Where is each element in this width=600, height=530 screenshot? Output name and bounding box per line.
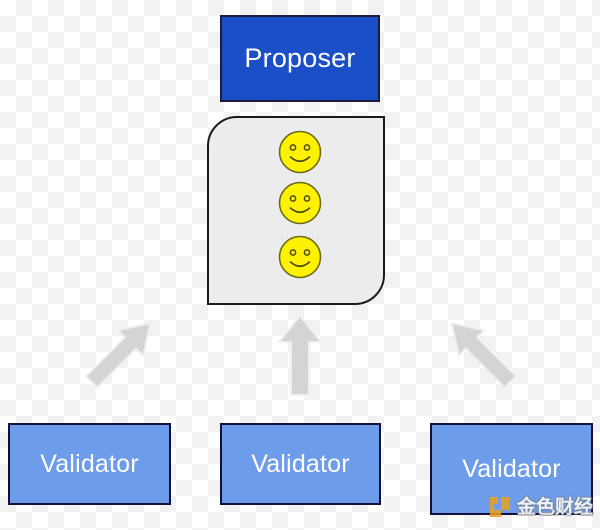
validator-label: Validator — [40, 449, 139, 478]
arrow-up-left-icon — [445, 305, 518, 405]
watermark: 金色财经 — [489, 496, 593, 518]
proposer-label: Proposer — [244, 43, 356, 73]
smiley-face-icon — [278, 235, 322, 279]
validator-label: Validator — [251, 449, 350, 478]
arrow-up-icon — [272, 312, 328, 403]
smiley-face-icon — [278, 181, 322, 225]
validator-box-right[interactable]: Validator — [430, 423, 593, 515]
validator-box-left[interactable]: Validator — [8, 423, 171, 505]
validator-label: Validator — [462, 454, 561, 483]
proposer-box[interactable]: Proposer — [220, 15, 380, 102]
smiley-face-icon — [278, 130, 322, 174]
arrow-up-right-icon — [84, 305, 157, 405]
jinse-logo-icon — [489, 496, 511, 518]
validator-box-middle[interactable]: Validator — [220, 423, 381, 505]
watermark-text: 金色财经 — [517, 496, 594, 518]
